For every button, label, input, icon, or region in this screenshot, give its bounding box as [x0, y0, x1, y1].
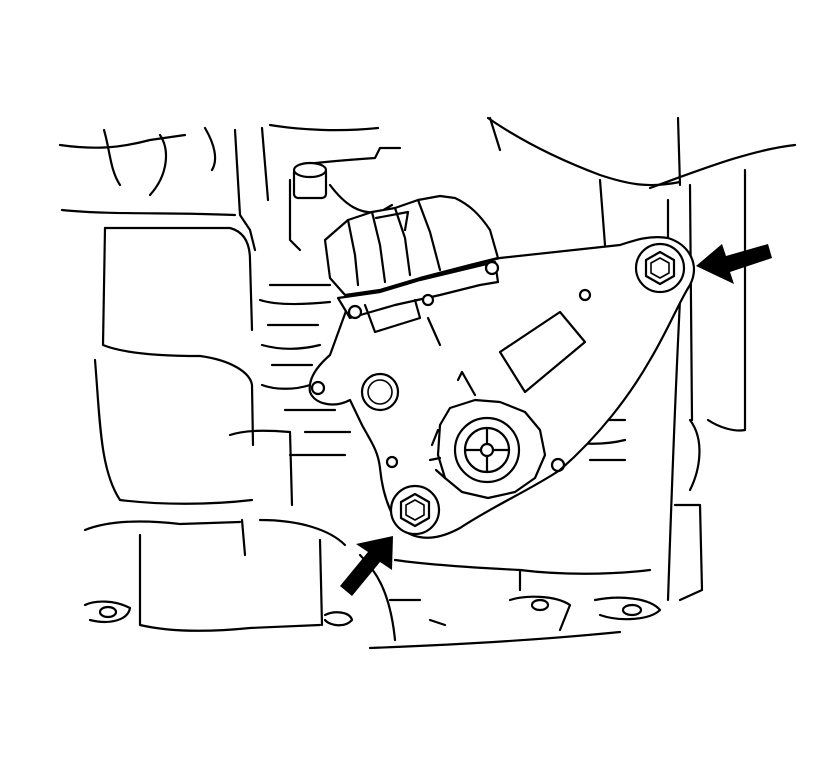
- connector-rib-4: [416, 198, 442, 272]
- lower-bolt-head-inner: [405, 499, 425, 521]
- fin-4: [260, 343, 322, 350]
- left-pan-step: [198, 354, 255, 447]
- upper-bolt-arrow: [696, 244, 772, 284]
- housing-right-foot: [706, 418, 747, 432]
- lower-lug-right-2: [593, 596, 662, 621]
- lower-box-left: [138, 533, 322, 632]
- housing-rib-2: [148, 133, 167, 197]
- left-pan-top: [103, 226, 254, 332]
- upper-arrow-shape: [696, 244, 772, 284]
- housing-top-right: [486, 116, 682, 187]
- connector-flange: [336, 260, 500, 320]
- left-pan-side: [101, 226, 202, 358]
- plate-label-slot: [498, 310, 587, 394]
- plate-slot-line: [426, 316, 442, 347]
- housing-boss-left: [288, 178, 302, 252]
- housing-rib-3: [203, 126, 217, 172]
- housing-right-vert: [676, 116, 682, 187]
- connector-pin-left: [347, 304, 363, 320]
- left-pan-bottom: [118, 498, 254, 505]
- connector-pin-center: [421, 293, 435, 307]
- lower-box-tab: [240, 518, 247, 557]
- connector-rib-3: [393, 206, 412, 277]
- housing-edge-left: [60, 208, 237, 217]
- housing-rib-1: [102, 128, 122, 187]
- connector-rib-1: [346, 218, 360, 287]
- housing-right-vert-2: [598, 178, 607, 247]
- lower-edge-mid-right: [518, 568, 652, 575]
- lower-box-divider: [318, 538, 324, 627]
- mounting-plate-outline: [308, 236, 695, 539]
- shaft-teeth: [428, 428, 447, 480]
- housing-top-right-edge: [488, 116, 502, 152]
- plate-round-boss-inner: [367, 379, 393, 405]
- lower-lug-mid: [323, 611, 354, 627]
- connector-rib-2: [370, 210, 387, 284]
- lower-bolt-arrow: [340, 536, 393, 596]
- range-switch-plate: [308, 236, 695, 539]
- lower-bottom-edge: [368, 630, 622, 650]
- manual-shaft-assembly: [428, 370, 547, 500]
- lower-lug-left-hole: [98, 605, 118, 619]
- housing-top-edge: [268, 123, 380, 132]
- upper-bolt-head-inner: [650, 257, 670, 279]
- fin-6: [260, 383, 312, 390]
- housing-stud-top: [292, 161, 328, 179]
- lower-lug-right-2-hole: [621, 603, 643, 617]
- lower-bolt-head: [399, 492, 431, 528]
- connector-latch: [374, 210, 410, 232]
- lower-mounting-bolt: [389, 484, 441, 536]
- lower-edge-left: [83, 520, 242, 532]
- shaft-pointer: [456, 370, 477, 397]
- lower-lug-right-1-hole: [530, 598, 550, 612]
- housing-right-curve: [688, 418, 701, 492]
- electrical-connector: [323, 194, 500, 334]
- plate-hole-lower-left: [385, 455, 399, 469]
- plate-hole-left: [310, 380, 326, 396]
- housing-rib-5: [260, 126, 270, 202]
- lower-edge-mid: [393, 558, 522, 592]
- left-lower-block: [228, 429, 294, 507]
- housing-right-rib-2: [688, 183, 694, 422]
- upper-mounting-bolt: [634, 242, 686, 294]
- connector-pin-right: [484, 260, 500, 276]
- housing-right-long: [666, 298, 682, 602]
- plate-hole-lower-right: [550, 457, 566, 473]
- shaft-center: [479, 442, 495, 458]
- housing-boss-curve: [328, 183, 394, 214]
- housing-right-bracket: [673, 503, 704, 602]
- upper-bolt-head: [644, 250, 676, 286]
- housing-rib-4: [233, 128, 257, 252]
- connector-body: [323, 194, 500, 297]
- plate-hole-top-right: [578, 288, 592, 302]
- housing-edge-top-left: [58, 133, 187, 149]
- lower-lug-right-1: [508, 595, 572, 632]
- housing-far-right: [648, 143, 797, 190]
- lower-small-line-2: [428, 618, 447, 627]
- fin-2: [258, 298, 332, 306]
- lower-arrow-shape: [340, 536, 393, 596]
- lower-curve: [258, 518, 347, 547]
- left-pan-lower: [93, 358, 122, 502]
- connector-tab: [363, 298, 422, 334]
- lower-lug-left: [83, 600, 132, 624]
